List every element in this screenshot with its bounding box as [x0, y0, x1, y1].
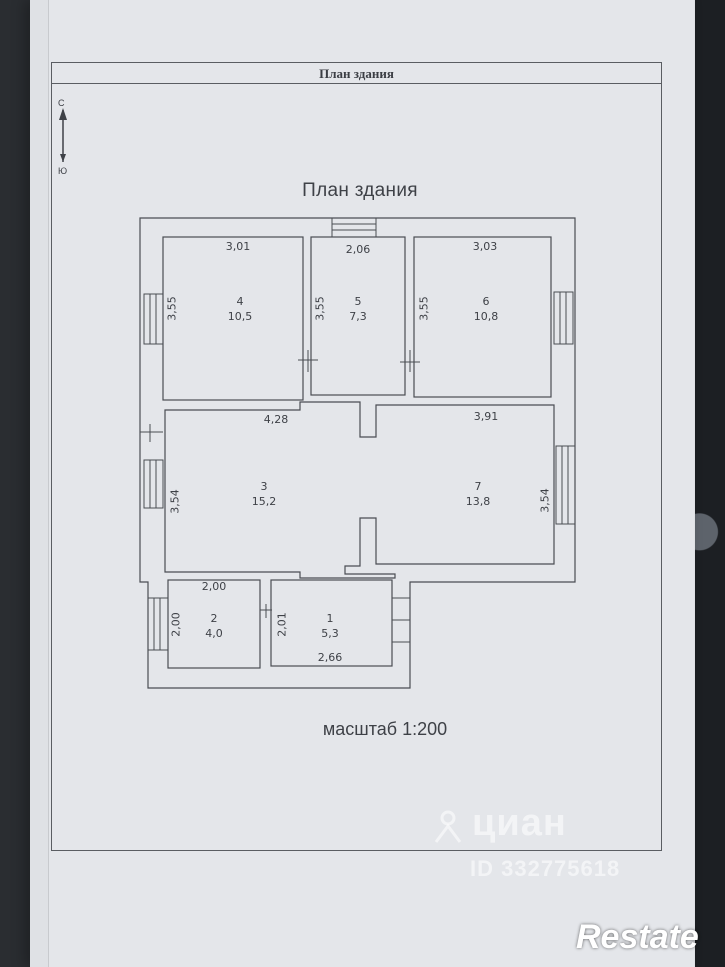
room-2-area: 4,0 [205, 627, 223, 640]
windows [143, 217, 576, 651]
room-1-width: 2,66 [317, 651, 343, 664]
room-2-height: 2,00 [169, 612, 183, 637]
room-2-number: 2 [210, 612, 218, 625]
room-4-area: 10,5 [227, 310, 253, 323]
room-4-number: 4 [236, 295, 244, 308]
compass-arrow-icon [59, 108, 67, 162]
watermark-brand: циан [472, 802, 567, 844]
room-7-area: 13,8 [465, 495, 491, 508]
room-6-height: 3,55 [417, 296, 431, 321]
restate-logo-text: Restate [576, 918, 699, 956]
frame-title: План здания [319, 66, 394, 81]
room-4-width: 3,01 [225, 240, 251, 253]
room-1-number: 1 [326, 612, 334, 625]
room-5-width: 2,06 [345, 243, 371, 256]
room-5-number: 5 [354, 295, 362, 308]
doors [140, 350, 420, 618]
room-5-area: 7,3 [349, 310, 367, 323]
room-3-width: 4,28 [263, 413, 289, 426]
restate-logo: Restate [576, 918, 725, 964]
room-6-number: 6 [482, 295, 490, 308]
cian-logo-icon [434, 810, 462, 843]
paper-sheet [30, 0, 695, 967]
room-5-height: 3,55 [313, 296, 327, 321]
room-6-outline [413, 236, 552, 398]
drawing-frame [51, 83, 662, 851]
room-4-height: 3,55 [165, 296, 179, 321]
room-6-width: 3,03 [472, 240, 498, 253]
hall-outline [164, 401, 555, 579]
room-3-number: 3 [260, 480, 268, 493]
room-7-height: 3,54 [538, 488, 552, 513]
room-7-number: 7 [474, 480, 482, 493]
compass-north-label: С [58, 98, 65, 108]
watermark-id: ID 332775618 [470, 856, 621, 881]
cian-watermark: циан ID 332775618 [430, 800, 670, 890]
room-1-area: 5,3 [321, 627, 339, 640]
plan-heading: План здания [302, 180, 418, 201]
room-1-height: 2,01 [275, 612, 289, 637]
outer-wall [139, 217, 576, 689]
room-7-width: 3,91 [473, 410, 499, 423]
room-6-area: 10,8 [473, 310, 499, 323]
room-3-area: 15,2 [251, 495, 277, 508]
compass: С Ю [54, 96, 74, 176]
compass-south-label: Ю [58, 166, 68, 176]
room-3-height: 3,54 [168, 489, 182, 514]
frame-title-bar: План здания [51, 62, 662, 84]
room-2-width: 2,00 [201, 580, 227, 593]
scale-label: масштаб 1:200 [322, 719, 448, 739]
